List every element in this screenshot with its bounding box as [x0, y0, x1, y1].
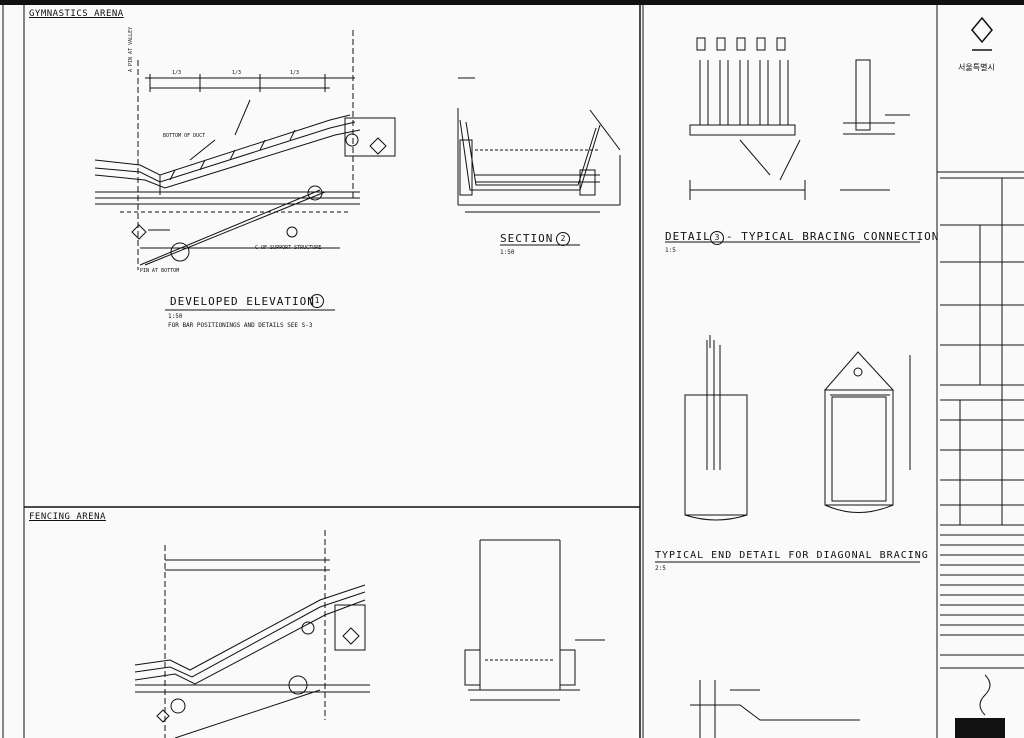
- end-detail-scale: 2:5: [655, 565, 666, 572]
- developed-elevation-note: FOR BAR POSITIONINGS AND DETAILS SEE S-3: [168, 322, 313, 329]
- pin-at-bottom-note: PIN AT BOTTOM: [140, 268, 180, 274]
- end-detail-drawing: [655, 335, 920, 563]
- title-block-org: 서울특별시: [958, 63, 995, 72]
- support-structure-note: C OF SUPPORT STRUCTURE: [255, 245, 322, 251]
- section-scale: 1:50: [500, 249, 515, 256]
- drawing-number-bubble: 1: [310, 294, 324, 308]
- developed-elevation-scale: 1:50: [168, 313, 183, 320]
- detail-3-drawing: [665, 37, 920, 243]
- detail-subtitle: - TYPICAL BRACING CONNECTION: [726, 230, 940, 243]
- end-detail-title: TYPICAL END DETAIL FOR DIAGONAL BRACING: [655, 550, 929, 561]
- fencing-arena-label: FENCING ARENA: [29, 512, 106, 522]
- fraction-2: 1/3: [232, 70, 242, 76]
- detail-title: DETAIL: [665, 230, 711, 243]
- bottom-of-duct-note: BOTTOM OF DUCT: [163, 133, 206, 139]
- base-plate-detail: [690, 680, 860, 738]
- city-emblem-icon: [971, 16, 993, 51]
- title-block-lines: [937, 171, 1024, 738]
- developed-elevation-title: DEVELOPED ELEVATION: [170, 295, 315, 308]
- detail-scale: 1:5: [665, 247, 676, 254]
- detail-number-bubble: 3: [710, 231, 724, 245]
- section-title: SECTION: [500, 232, 554, 245]
- fencing-section-drawing: [464, 539, 605, 701]
- developed-elevation-drawing: [94, 30, 396, 311]
- fraction-1: 1/3: [172, 70, 182, 76]
- fencing-elevation-drawing: [134, 530, 370, 738]
- section-number-bubble: 2: [556, 232, 570, 246]
- section-2-drawing: [457, 77, 621, 246]
- gymnastics-arena-label: GYMNASTICS ARENA: [29, 9, 124, 19]
- fraction-3: 1/3: [290, 70, 300, 76]
- grid-valley-note: A PIN AT VALLEY: [128, 26, 134, 72]
